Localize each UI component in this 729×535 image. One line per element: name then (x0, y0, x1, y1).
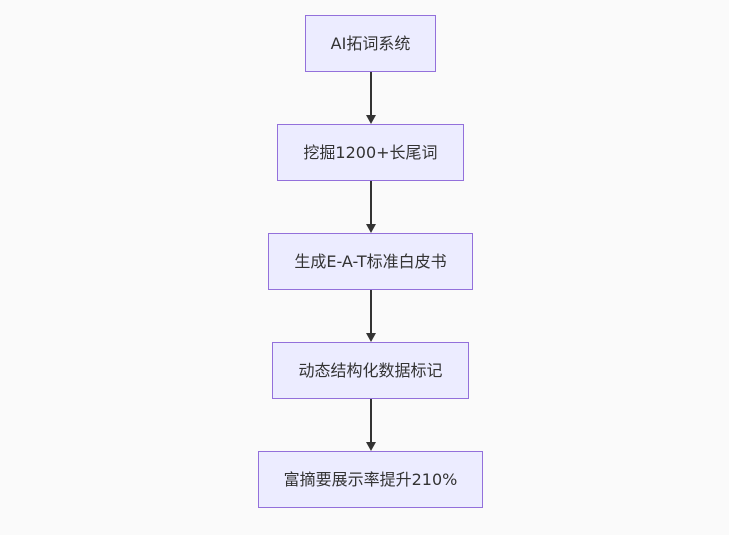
flow-edge-2 (365, 181, 376, 233)
flow-node-rich-snippet-result: 富摘要展示率提升210% (257, 451, 484, 508)
arrow-line (369, 181, 372, 224)
arrow-down-icon (365, 333, 376, 342)
flow-node-eat-whitepaper: 生成E-A-T标准白皮书 (268, 233, 473, 290)
arrow-line (369, 399, 372, 442)
arrow-down-icon (365, 115, 376, 124)
flow-node-longtail-mining: 挖掘1200+长尾词 (277, 124, 464, 181)
flow-node-structured-data-markup: 动态结构化数据标记 (272, 342, 469, 399)
flow-edge-1 (365, 72, 376, 124)
arrow-line (369, 72, 372, 115)
arrow-down-icon (365, 442, 376, 451)
arrow-down-icon (365, 224, 376, 233)
flowchart: AI拓词系统 挖掘1200+长尾词 生成E-A-T标准白皮书 动态结构化数据标记… (12, 15, 729, 508)
flow-edge-4 (365, 399, 376, 451)
arrow-line (369, 290, 372, 333)
flow-edge-3 (365, 290, 376, 342)
flow-node-ai-keyword-system: AI拓词系统 (304, 15, 437, 72)
